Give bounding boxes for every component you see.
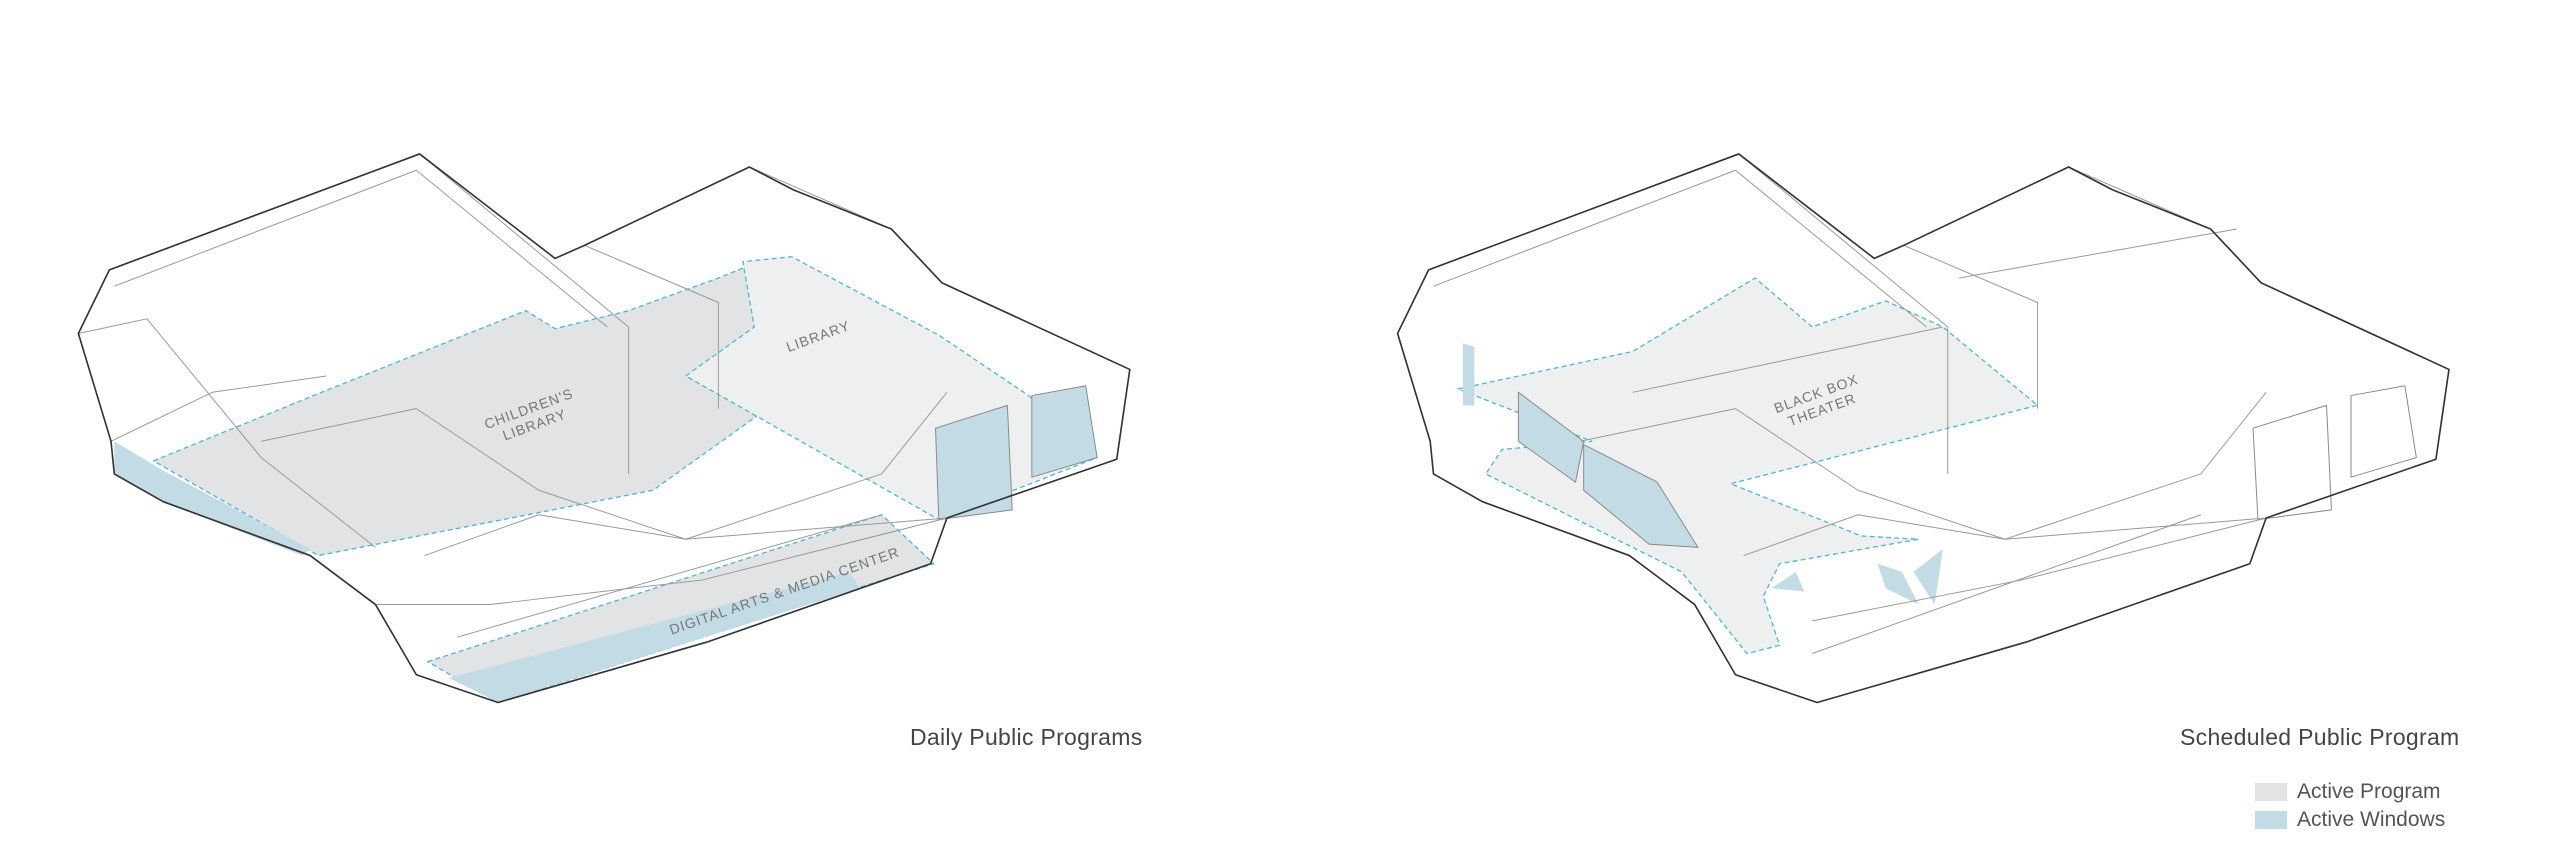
building-outline-2 (1396, 153, 2450, 704)
window-strip (448, 571, 861, 703)
childrens-library-zone (152, 261, 768, 557)
window-east-1 (935, 404, 1013, 521)
legend-item-active-program: Active Program (2255, 778, 2445, 806)
building-edges-2 (1428, 153, 2267, 654)
scheduled-program-diagram (1396, 153, 2450, 704)
window-f (1462, 343, 1475, 406)
window-left (114, 441, 311, 556)
legend-swatch (2255, 783, 2287, 801)
window-e (1771, 571, 1805, 592)
black-box-theater-zone (1457, 277, 2039, 655)
daily-programs-diagram (77, 153, 1131, 704)
legend-swatch (2255, 811, 2287, 829)
window-b (1583, 444, 1699, 548)
window-east-2 (1031, 385, 1098, 478)
legend-label: Active Program (2297, 780, 2441, 803)
scheduled-program-caption: Scheduled Public Program (2180, 724, 2460, 750)
legend-label: Active Windows (2297, 808, 2446, 831)
daily-programs-caption: Daily Public Programs (910, 724, 1143, 750)
window-g (2252, 404, 2332, 521)
window-h (2350, 385, 2417, 478)
building-outline (77, 153, 1131, 704)
window-c (1877, 563, 1919, 605)
window-d (1913, 549, 1943, 605)
legend-item-active-windows: Active Windows (2255, 806, 2445, 834)
window-a (1517, 391, 1585, 483)
legend: Active Program Active Windows (2255, 778, 2445, 834)
